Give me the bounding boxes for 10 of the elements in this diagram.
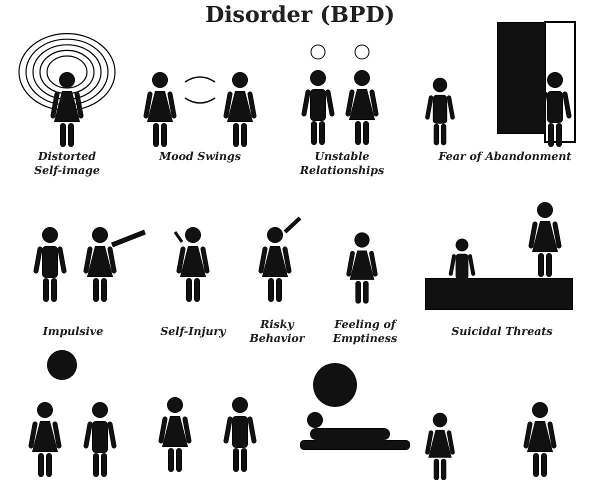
caption: Unstable Relationships (298, 150, 386, 178)
caption: Distorted Self-image (33, 150, 101, 178)
caption: Suicidal Threats (450, 325, 554, 339)
caption: Self-Injury (159, 325, 228, 339)
caption: Risky Behavior (248, 318, 306, 346)
caption: Impulsive (42, 325, 104, 339)
caption: Feeling of Emptiness (332, 318, 398, 346)
title: Disorder (BPD) (204, 2, 396, 28)
caption: Mood Swings (158, 150, 242, 164)
caption: Fear of Abandonment (437, 150, 572, 164)
